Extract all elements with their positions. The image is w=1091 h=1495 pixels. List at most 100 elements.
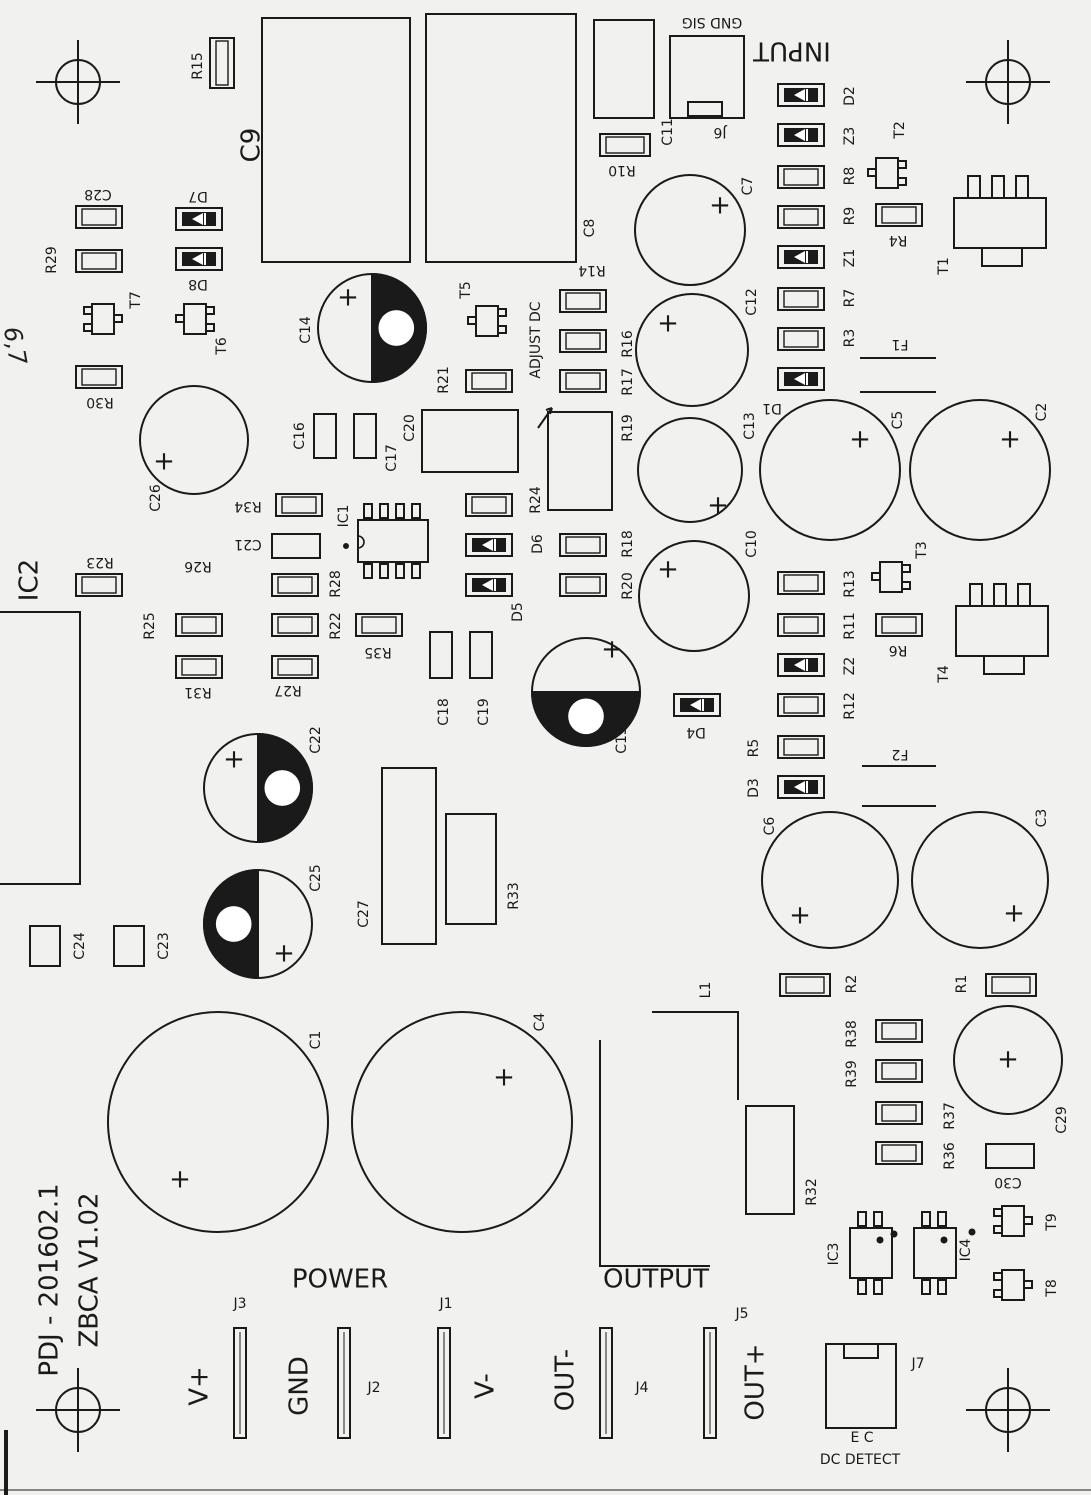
label-c30: C30 <box>994 1174 1022 1190</box>
resistor-r25 <box>175 613 223 637</box>
label-c23: C23 <box>156 932 172 960</box>
resistor-r28 <box>271 573 319 597</box>
resistor-r29 <box>75 249 123 273</box>
label-c13: C13 <box>742 412 758 440</box>
resistor-r15 <box>209 37 235 89</box>
label-r2: R2 <box>844 975 860 994</box>
label-j7-pins: E C <box>850 1430 873 1446</box>
label-r12: R12 <box>842 692 858 720</box>
ic-ic4-pin-top <box>937 1211 947 1227</box>
connector-j6-key <box>687 101 723 117</box>
label-r7: R7 <box>842 289 858 308</box>
film-cap-c20 <box>421 409 519 473</box>
transistor-t6-p2 <box>205 323 215 332</box>
transistor-t9 <box>1001 1205 1025 1237</box>
cap-c2 <box>909 399 1051 541</box>
label-d7: D7 <box>188 188 208 204</box>
label-c27: C27 <box>356 900 372 928</box>
cap-c4-plus: + <box>493 1063 515 1093</box>
resistor-r3 <box>777 327 825 351</box>
small-cap-c16 <box>313 413 337 459</box>
label-r39: R39 <box>844 1060 860 1088</box>
resistor-r36 <box>875 1141 923 1165</box>
resistor-r3-body <box>783 330 819 348</box>
connector-j6 <box>669 35 745 119</box>
resistor-r23 <box>75 573 123 597</box>
ic-ic1-pin-top <box>379 503 389 519</box>
small-cap-c11-body <box>593 19 655 119</box>
transistor-t1-pin <box>967 175 981 199</box>
diode-d2-arrow <box>794 89 805 101</box>
label-c28: C28 <box>84 186 112 202</box>
resistor-r13 <box>777 571 825 595</box>
transistor-t1 <box>953 197 1047 249</box>
ic-ic3-pin-bot <box>873 1279 883 1295</box>
ic-ic4-pin-top <box>921 1211 931 1227</box>
resistor-r14 <box>559 289 607 313</box>
transistor-t7 <box>91 303 115 335</box>
transistor-t5-p3 <box>467 316 477 325</box>
label-output: OUTPUT <box>603 1265 709 1295</box>
ic-ic1-pin-bot <box>379 563 389 579</box>
cap-c13-plus: + <box>707 491 729 521</box>
inductor-l1 <box>599 1011 739 1267</box>
ic-ic1-pin-top <box>363 503 373 519</box>
cap-c29-plus: + <box>997 1045 1019 1075</box>
label-gnd: GND <box>285 1356 315 1416</box>
zener-z3 <box>777 123 825 147</box>
label-dc-detect: DC DETECT <box>820 1452 901 1468</box>
small-cap-c21 <box>271 533 321 559</box>
resistor-r5-body <box>783 738 819 756</box>
ic-ic4 <box>913 1227 957 1279</box>
ic-ic3 <box>849 1227 893 1279</box>
small-cap-c18 <box>429 631 453 679</box>
resistor-r6 <box>875 613 923 637</box>
diode-d3-arrow <box>794 781 805 793</box>
label-t2: T2 <box>892 121 908 139</box>
connector-j2 <box>337 1327 351 1439</box>
label-c21: C21 <box>234 536 262 552</box>
label-handwritten-note: 6,7 <box>0 325 32 368</box>
transistor-t2 <box>875 157 899 189</box>
resistor-r16 <box>559 329 607 353</box>
resistor-r21-body <box>471 372 507 390</box>
resistor-r36-body <box>881 1144 917 1162</box>
label-r15: R15 <box>190 52 206 80</box>
ic-ic3-pin-bot <box>857 1279 867 1295</box>
label-t6: T6 <box>214 337 230 356</box>
label-r10: R10 <box>608 162 636 178</box>
label-c10: C10 <box>744 530 760 558</box>
label-r28: R28 <box>328 570 344 598</box>
transistor-t6-p3 <box>175 314 185 323</box>
resistor-r31-body <box>181 658 217 676</box>
label-c4: C4 <box>532 1013 548 1032</box>
zener-z1-arrow <box>794 251 805 263</box>
transistor-t4-pin <box>993 583 1007 607</box>
connector-j1 <box>437 1327 451 1439</box>
small-cap-c28-body <box>81 208 117 226</box>
resistor-r20-body <box>565 576 601 594</box>
label-r8: R8 <box>842 167 858 186</box>
transistor-t3-p2 <box>901 581 911 590</box>
cap-c14-plus: + <box>337 283 359 313</box>
resistor-r4-body <box>881 206 917 224</box>
label-j7: J7 <box>910 1356 924 1372</box>
label-r26: R26 <box>184 558 212 574</box>
resistor-r1 <box>985 973 1037 997</box>
cap-c3-plus: + <box>1003 899 1025 929</box>
transistor-t2-p2 <box>897 177 907 186</box>
cap-c5-plus: + <box>849 425 871 455</box>
film-cap-c8 <box>425 13 577 263</box>
cap-c3 <box>911 811 1049 949</box>
transistor-t8 <box>1001 1269 1025 1301</box>
small-cap-c17 <box>353 413 377 459</box>
zener-z2 <box>777 653 825 677</box>
transistor-t6-p1 <box>205 306 215 315</box>
resistor-r12-body <box>783 696 819 714</box>
label-r37: R37 <box>942 1102 958 1130</box>
resistor-r29-body <box>81 252 117 270</box>
transistor-t1-pin <box>1015 175 1029 199</box>
label-r1: R1 <box>954 975 970 994</box>
resistor-r13-body <box>783 574 819 592</box>
label-c1: C1 <box>308 1031 324 1050</box>
